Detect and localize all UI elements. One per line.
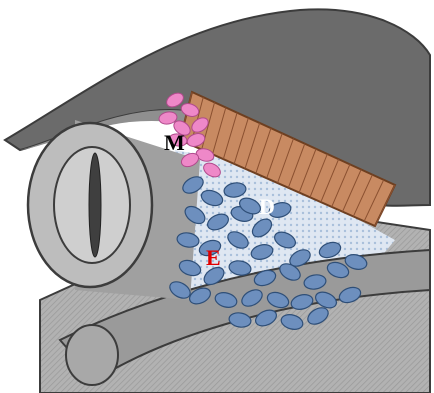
cylinder-slit [89,153,101,257]
label-e: E [206,245,221,270]
label-d: D [259,194,275,219]
label-m: M [164,130,185,155]
tube-end [66,325,118,385]
